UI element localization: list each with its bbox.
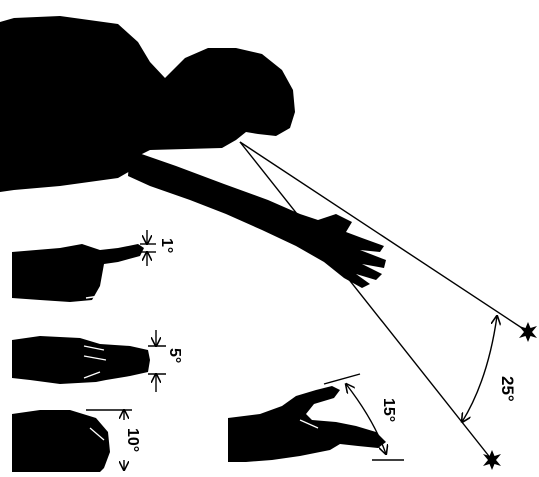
angle-label-15: 15° (380, 398, 397, 422)
angle-label-25: 25° (498, 376, 517, 402)
angle-label-5: 5° (166, 348, 183, 363)
pinky-finger-hand (12, 244, 144, 302)
observer-silhouette (0, 16, 386, 288)
angle-arc-25 (462, 316, 497, 422)
angle-marker-5 (148, 330, 166, 392)
arm-silhouette (128, 150, 386, 288)
angle-label-1: 1° (158, 238, 175, 253)
angle-label-10: 10° (124, 428, 141, 452)
star-icon (519, 322, 537, 342)
hand-span (228, 386, 386, 462)
fist-hand (12, 410, 110, 472)
three-fingers-hand (12, 336, 150, 384)
